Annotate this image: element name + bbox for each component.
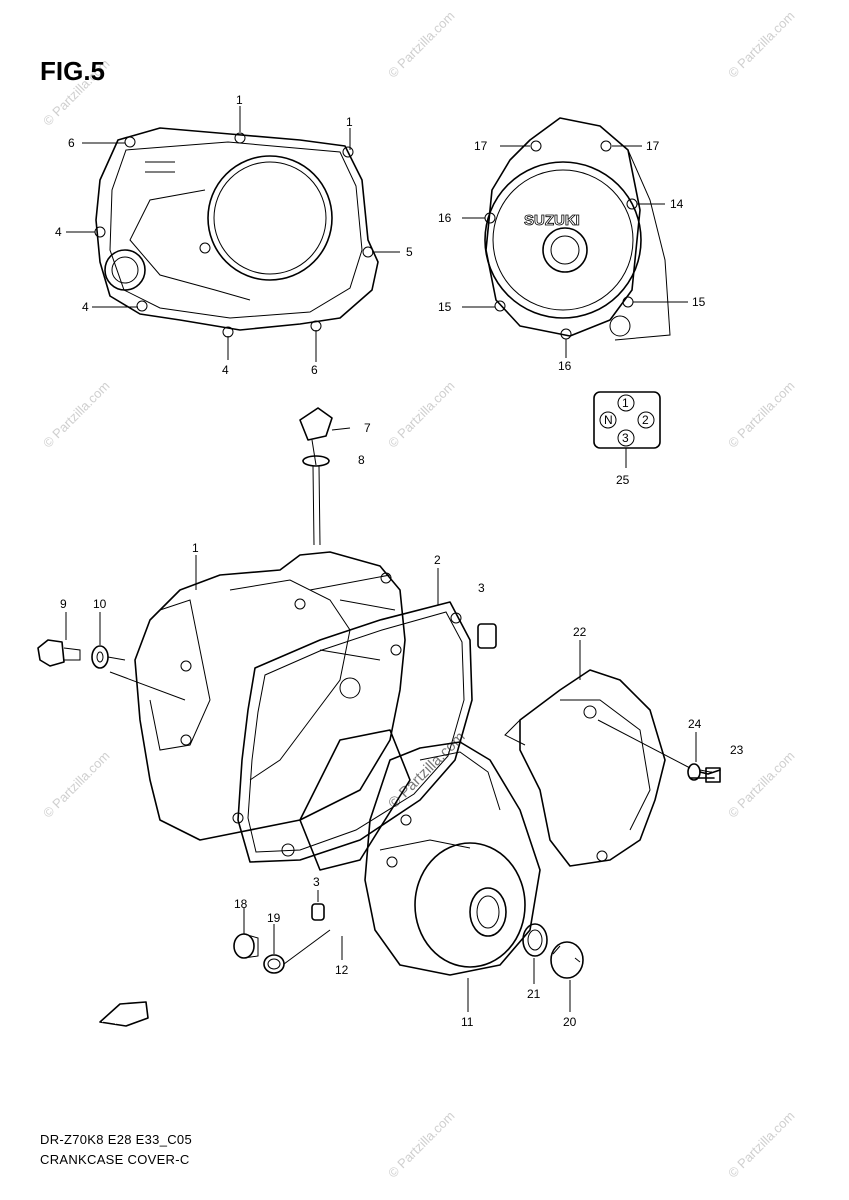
bolt-and-washer <box>37 639 186 701</box>
callout-4: 4 <box>82 300 89 314</box>
callout-24: 24 <box>688 717 702 731</box>
oil-dipstick <box>299 407 351 546</box>
callout-19: 19 <box>267 911 281 925</box>
callout-1: 1 <box>192 541 199 555</box>
gear-label-n: N <box>604 413 613 427</box>
callout-15: 15 <box>438 300 452 314</box>
callout-6: 6 <box>311 363 318 377</box>
side-cover <box>504 669 666 867</box>
gear-label-2: 2 <box>642 413 649 427</box>
gear-position-indicator: 1 N 2 3 <box>593 391 661 468</box>
callout-numbers: 1 1 6 4 5 4 4 6 17 17 16 14 15 15 16 7 8… <box>55 93 744 1029</box>
gear-label-1: 1 <box>622 396 629 410</box>
callout-14: 14 <box>670 197 684 211</box>
filler-plugs <box>233 923 584 979</box>
callout-3: 3 <box>478 581 485 595</box>
callout-8: 8 <box>358 453 365 467</box>
callout-25: 25 <box>616 473 630 487</box>
callout-1: 1 <box>346 115 353 129</box>
callout-22: 22 <box>573 625 587 639</box>
callout-3: 3 <box>313 875 320 889</box>
callout-7: 7 <box>364 421 371 435</box>
callout-15: 15 <box>692 295 706 309</box>
callout-16: 16 <box>558 359 572 373</box>
callout-17: 17 <box>646 139 660 153</box>
callout-2: 2 <box>434 553 441 567</box>
callout-9: 9 <box>60 597 67 611</box>
callout-12: 12 <box>335 963 349 977</box>
callout-20: 20 <box>563 1015 577 1029</box>
magneto-cover-outline: SUZUKI <box>484 117 671 341</box>
callout-21: 21 <box>527 987 541 1001</box>
main-crankcase-cover <box>134 551 406 841</box>
callout-leader-lines <box>65 106 697 1012</box>
cover-brand-logo: SUZUKI <box>524 212 580 229</box>
callout-1: 1 <box>236 93 243 107</box>
callout-5: 5 <box>406 245 413 259</box>
callout-16: 16 <box>438 211 452 225</box>
callout-18: 18 <box>234 897 248 911</box>
cover-gasket <box>237 601 473 863</box>
callout-10: 10 <box>93 597 107 611</box>
forward-direction-arrow <box>99 1001 149 1027</box>
clutch-cover-outline <box>94 127 379 338</box>
side-cover-bolt <box>597 719 721 783</box>
figure-title: FIG.5 <box>40 56 106 86</box>
callout-4: 4 <box>222 363 229 377</box>
diagram-caption: CRANKCASE COVER-C <box>40 1152 190 1167</box>
diagram-code: DR-Z70K8 E28 E33_C05 <box>40 1132 192 1147</box>
callout-6: 6 <box>68 136 75 150</box>
gear-label-3: 3 <box>622 431 629 445</box>
callout-4: 4 <box>55 225 62 239</box>
callout-11: 11 <box>461 1015 474 1029</box>
callout-23: 23 <box>730 743 744 757</box>
callout-17: 17 <box>474 139 488 153</box>
dowel-pin <box>311 623 497 921</box>
fwd-label: FWD <box>111 1009 131 1026</box>
generator-cover <box>299 729 541 976</box>
